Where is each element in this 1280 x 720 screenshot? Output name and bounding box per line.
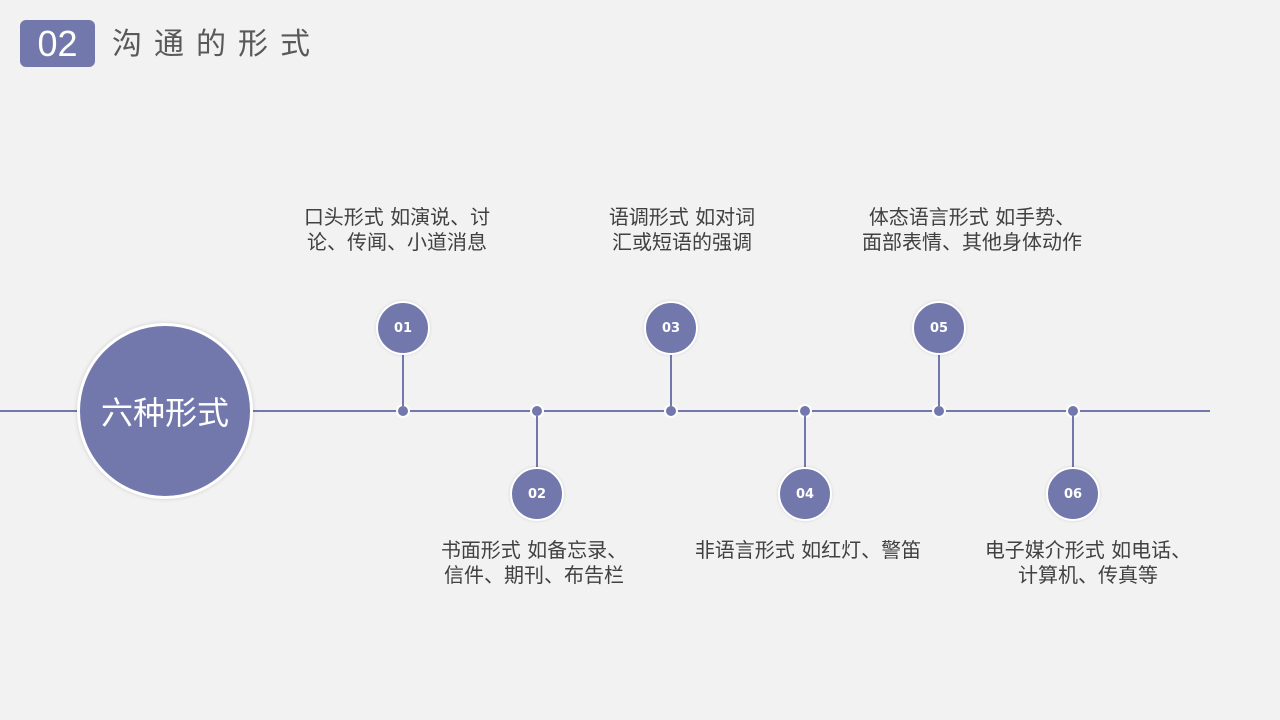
timeline-stem-04 [804,416,806,468]
step-description-06: 电子媒介形式 如电话、 计算机、传真等 [968,538,1208,588]
hub-circle: 六种形式 [77,323,253,499]
step-description-03-line1: 语调形式 如对词 [608,205,756,229]
step-description-05: 体态语言形式 如手势、 面部表情、其他身体动作 [852,205,1092,255]
step-description-03-line2: 汇或短语的强调 [612,230,752,254]
step-node-05: 05 [912,301,966,355]
step-description-02-line1: 书面形式 如备忘录、 [440,538,628,562]
step-node-06: 06 [1046,467,1100,521]
timeline-dot-03 [664,404,678,418]
step-number-02: 02 [527,486,547,502]
step-number-01: 01 [393,320,413,336]
step-number-05: 05 [929,320,949,336]
step-description-06-line2: 计算机、传真等 [1018,563,1158,587]
timeline-stem-03 [670,354,672,406]
step-number-04: 04 [795,486,815,502]
step-description-01: 口头形式 如演说、讨 论、传闻、小道消息 [277,205,517,255]
step-description-04: 非语言形式 如红灯、警笛 [688,538,928,563]
timeline-dot-01 [396,404,410,418]
step-description-05-line1: 体态语言形式 如手势、 [868,205,1076,229]
step-description-06-line1: 电子媒介形式 如电话、 [984,538,1192,562]
page-title: 沟通的形式 [112,27,322,62]
step-description-03: 语调形式 如对词 汇或短语的强调 [562,205,802,255]
step-number-03: 03 [661,320,681,336]
step-description-04-line1: 非语言形式 如红灯、警笛 [694,538,922,562]
hub-label: 六种形式 [100,394,229,432]
step-description-01-line2: 论、传闻、小道消息 [307,230,487,254]
step-description-05-line2: 面部表情、其他身体动作 [862,230,1082,254]
step-node-03: 03 [644,301,698,355]
step-node-01: 01 [376,301,430,355]
step-node-02: 02 [510,467,564,521]
step-description-02-line2: 信件、期刊、布告栏 [444,563,624,587]
timeline-stem-01 [402,354,404,406]
step-number-06: 06 [1063,486,1083,502]
timeline-dot-05 [932,404,946,418]
timeline-stem-06 [1072,416,1074,468]
step-description-02: 书面形式 如备忘录、 信件、期刊、布告栏 [414,538,654,588]
timeline-stem-02 [536,416,538,468]
step-node-04: 04 [778,467,832,521]
timeline-line [0,410,1210,412]
section-number-badge: 02 [20,20,95,67]
step-description-01-line1: 口头形式 如演说、讨 [303,205,491,229]
timeline-stem-05 [938,354,940,406]
